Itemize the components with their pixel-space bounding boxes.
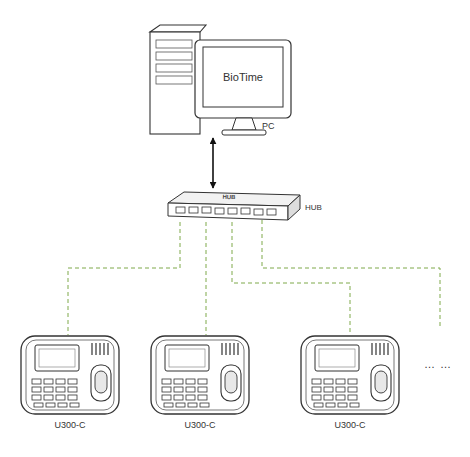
hub-front — [168, 203, 288, 220]
hub-print: HUB — [209, 193, 249, 201]
link-arrow — [212, 138, 214, 188]
tower-top — [150, 25, 206, 32]
drive-bay — [156, 64, 192, 72]
device-label: HUB — [305, 204, 335, 213]
port — [176, 207, 185, 213]
port — [254, 209, 263, 215]
network-cable — [206, 222, 207, 335]
port — [215, 208, 224, 214]
drive-bay — [156, 40, 192, 48]
terminal-node: U300-C — [300, 335, 400, 415]
computer-node: BioTimePC — [138, 22, 298, 138]
port — [189, 207, 198, 213]
network-cable — [68, 222, 180, 335]
device-label: U300-C — [20, 421, 120, 431]
network-cable — [262, 220, 440, 328]
drive-bay — [156, 52, 192, 60]
port — [241, 208, 250, 214]
hub-side — [288, 195, 300, 220]
port — [267, 209, 276, 215]
network-cable — [232, 222, 350, 335]
hub-node: HUBHUB — [163, 188, 303, 222]
hub-ports — [176, 207, 276, 215]
terminal-node: U300-C — [150, 335, 250, 415]
port — [228, 208, 237, 214]
tower-body — [150, 32, 200, 134]
monitor-base — [222, 130, 266, 135]
monitor-frame — [195, 40, 291, 118]
continuation-mark: … … — [424, 358, 452, 370]
drive-bay — [156, 76, 192, 84]
terminal-drawing — [301, 336, 399, 414]
terminal-drawing — [151, 336, 249, 414]
screen-text: BioTime — [203, 71, 283, 83]
terminal-node: U300-C — [20, 335, 120, 415]
device-label: U300-C — [300, 421, 400, 431]
device-label: U300-C — [150, 421, 250, 431]
terminal-drawing — [21, 336, 119, 414]
monitor-screen — [203, 47, 283, 107]
device-label: PC — [262, 122, 292, 132]
monitor-neck — [232, 118, 256, 130]
port — [202, 207, 211, 213]
